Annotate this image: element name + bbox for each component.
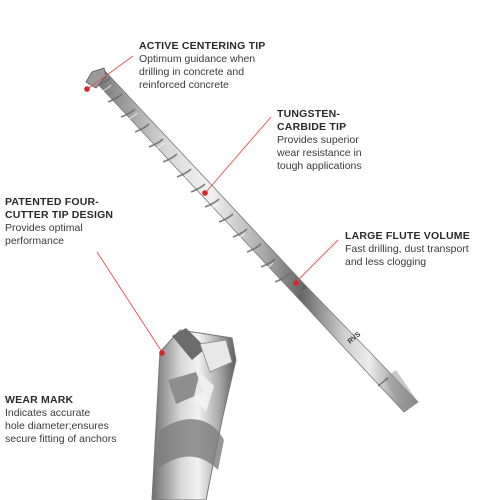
callout-active-centering-tip: ACTIVE CENTERING TIP Optimum guidance wh… [139, 40, 299, 92]
callout-tungsten-carbide-tip: TUNGSTEN- CARBIDE TIP Provides superior … [277, 108, 397, 173]
callout-desc-line: Optimum guidance when [139, 53, 256, 65]
drill-bit-image: RVS [85, 67, 419, 413]
leader-lines [88, 55, 339, 353]
marker-dot-fourcutter [159, 350, 165, 356]
callout-title: TUNGSTEN- [277, 108, 341, 120]
callout-desc-line: tough applications [277, 160, 362, 172]
callout-desc-line: Provides superior [277, 134, 359, 146]
callout-desc-line: performance [5, 235, 64, 247]
callout-title: CUTTER TIP DESIGN [5, 209, 114, 221]
callout-title: LARGE FLUTE VOLUME [345, 230, 470, 242]
callout-desc-line: reinforced concrete [139, 79, 229, 91]
marker-dot-flute [293, 280, 299, 286]
callout-title: CARBIDE TIP [277, 121, 347, 133]
callout-desc-line: drilling in concrete and [139, 66, 245, 78]
callout-title: WEAR MARK [5, 394, 74, 406]
callout-title: PATENTED FOUR- [5, 196, 99, 208]
callout-large-flute-volume: LARGE FLUTE VOLUME Fast drilling, dust t… [345, 230, 495, 269]
callout-title: ACTIVE CENTERING TIP [139, 40, 266, 52]
callout-desc-line: Indicates accurate [5, 407, 91, 419]
tip-closeup-image [151, 328, 237, 500]
callout-wear-mark: WEAR MARK Indicates accurate hole diamet… [5, 394, 155, 446]
callout-desc-line: Fast drilling, dust transport [345, 243, 469, 255]
callout-desc-line: hole diameter;ensures [5, 420, 109, 432]
marker-dot-tungsten [202, 190, 208, 196]
marker-dot-centering [84, 86, 90, 92]
callout-desc-line: Provides optimal [5, 222, 83, 234]
callout-desc-line: secure fitting of anchors [5, 433, 117, 445]
callout-desc-line: and less clogging [345, 256, 427, 268]
callout-four-cutter-tip: PATENTED FOUR- CUTTER TIP DESIGN Provide… [5, 196, 155, 248]
callout-desc-line: wear resistance in [277, 147, 362, 159]
